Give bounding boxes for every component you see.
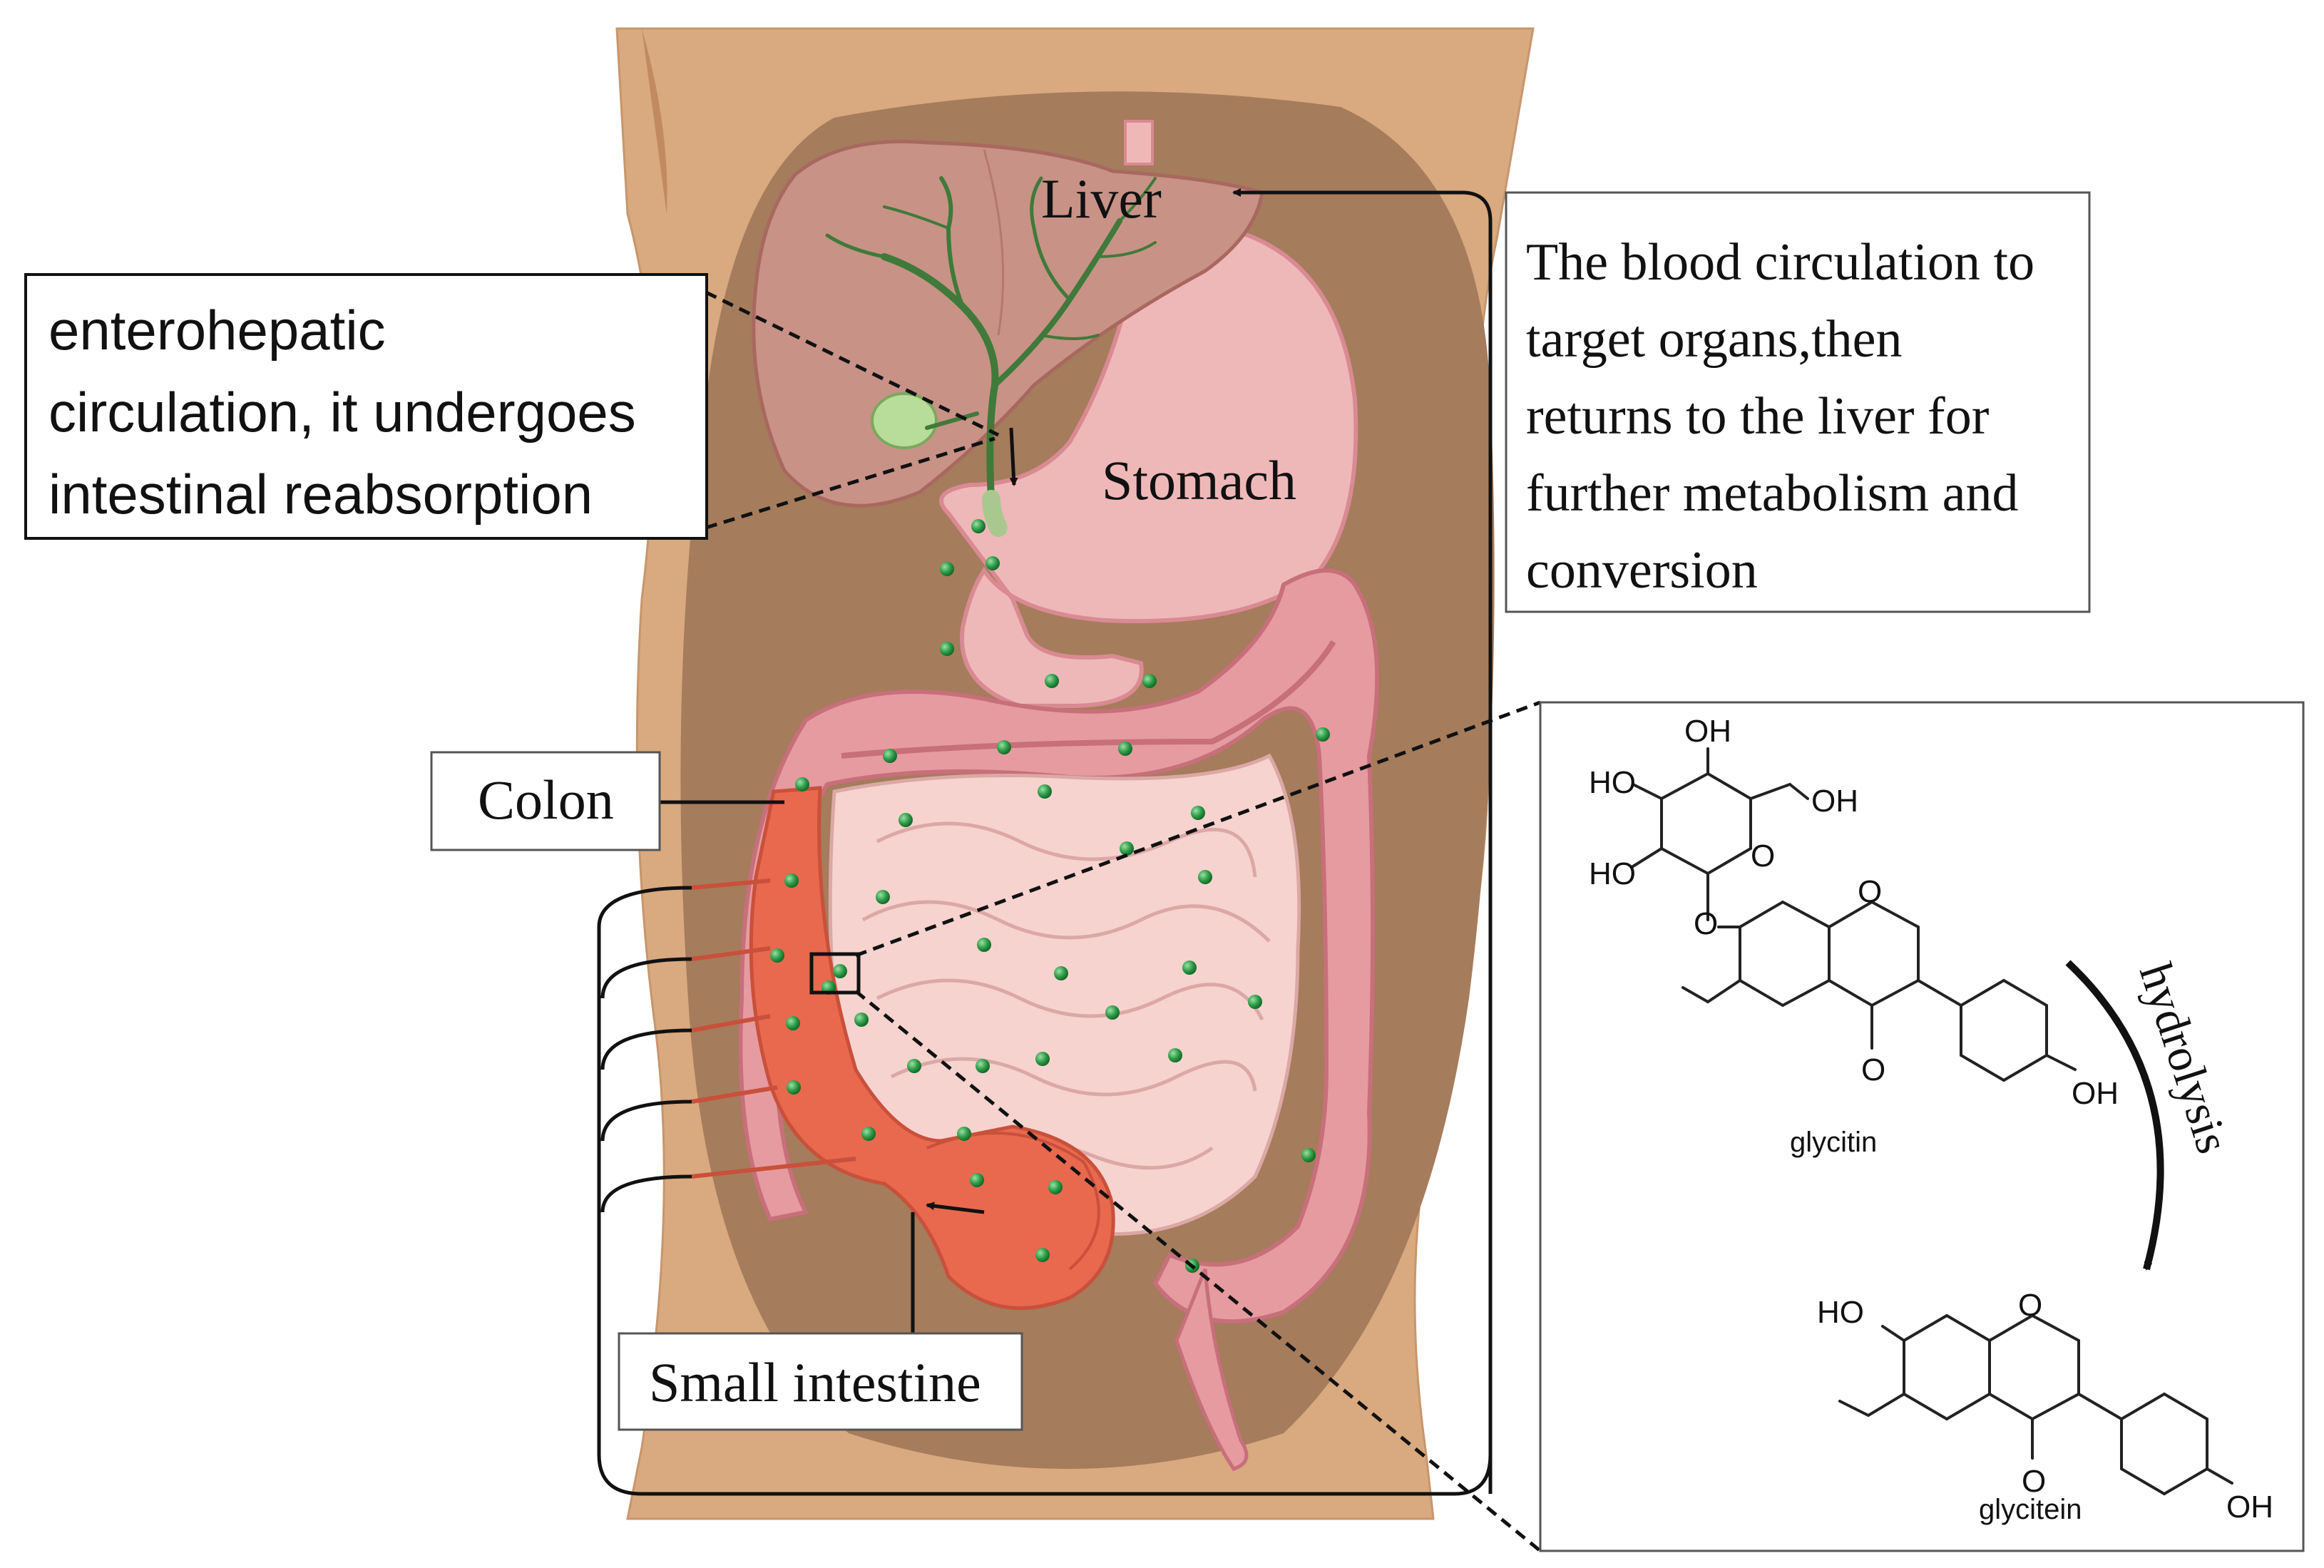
particle-dot <box>854 1013 869 1027</box>
gallbladder <box>871 392 938 449</box>
particle-dot <box>1054 966 1068 980</box>
particle-dot <box>1048 1180 1063 1194</box>
particle-dot <box>1035 1052 1050 1066</box>
enterohepatic-line-2: circulation, it undergoes <box>48 381 636 444</box>
small-intestine <box>828 753 1301 1236</box>
particle-dot <box>784 873 799 888</box>
stomach <box>939 227 1358 708</box>
blood-line-2: target organs,then <box>1526 310 1902 369</box>
particle-dot <box>1248 995 1262 1009</box>
particle-dot <box>876 890 890 904</box>
particle-dot <box>795 777 809 791</box>
particle-dot <box>1142 674 1157 688</box>
particle-dot <box>883 749 897 763</box>
particle-dot <box>833 964 847 978</box>
torso-shadow-left <box>642 29 667 214</box>
circulation-loop <box>597 188 1493 1496</box>
small-intestine-label-box: Small intestine <box>618 1332 1023 1431</box>
vessel-branches <box>691 878 856 1179</box>
particle-dot <box>977 938 991 952</box>
glycitein-chromone-o: O <box>2018 1288 2042 1323</box>
glycitin-ho-left-bottom: HO <box>1589 856 1636 891</box>
glycitein-ketone-o: O <box>2022 1464 2046 1499</box>
blood-line-5: conversion <box>1526 541 1758 600</box>
callout-enterohepatic: enterohepatic circulation, it undergoes … <box>24 273 708 540</box>
particle-dot <box>1120 841 1134 856</box>
enterohepatic-line-1: enterohepatic <box>48 299 386 362</box>
magnify-box <box>809 952 861 995</box>
particle-dot <box>986 556 1000 570</box>
blood-line-3: returns to the liver for <box>1526 387 1989 446</box>
blood-line-4: further metabolism and <box>1526 464 2018 523</box>
particle-dot <box>1168 1048 1182 1062</box>
particle-dot <box>907 1059 921 1073</box>
small-intestine-label: Small intestine <box>649 1351 981 1413</box>
hydrolysis-arrow <box>2065 960 2164 1271</box>
bile-duct-tree <box>825 176 1157 537</box>
absorption-zone <box>749 786 1115 1311</box>
particle-dot <box>997 740 1011 754</box>
particle-dot <box>770 948 784 963</box>
glycitin-chromone-o: O <box>1858 874 1882 909</box>
particle-dot <box>970 1173 984 1187</box>
particle-dot <box>1045 674 1059 688</box>
particle-dot <box>1316 727 1330 742</box>
particle-dot <box>1182 960 1197 975</box>
glycitin-oh-top: OH <box>1684 714 1731 749</box>
liver <box>752 139 1264 508</box>
enterohepatic-line-3: intestinal reabsorption <box>48 463 593 526</box>
particle-dot <box>976 1059 990 1073</box>
glycitein-ho: HO <box>1817 1295 1864 1330</box>
particle-dot <box>971 519 986 533</box>
bile-flow-arrow <box>1009 427 1018 486</box>
particle-dot <box>1191 806 1205 820</box>
particle-dot <box>957 1127 971 1141</box>
glycitin-ring-o: O <box>1751 839 1775 873</box>
chemistry-panel: OH HO OH HO O O O O OH glycitin hydrolys… <box>1539 701 2305 1552</box>
particle-group <box>770 519 1330 1273</box>
colon-label: Colon <box>478 769 614 831</box>
particle-dot <box>786 1016 800 1030</box>
particle-dot <box>1118 742 1132 756</box>
particle-dot <box>1105 1005 1120 1020</box>
glycitein-label: glycitein <box>1979 1494 2082 1525</box>
glycitin-label: glycitin <box>1790 1127 1877 1158</box>
particle-dot <box>1038 784 1052 799</box>
particle-dot <box>940 562 954 576</box>
glycitin-structure: OH HO OH HO O O O O OH glycitin <box>1589 714 2119 1158</box>
blood-line-1: The blood circulation to <box>1526 233 2034 292</box>
glycitin-phenol-oh: OH <box>2072 1076 2119 1111</box>
particle-dot <box>1301 1148 1316 1162</box>
particle-dot <box>787 1080 801 1095</box>
particle-dot <box>861 1127 876 1141</box>
glycitin-oh-right: OH <box>1811 784 1858 819</box>
particle-dot <box>1035 1248 1050 1262</box>
glycitein-phenol-oh: OH <box>2226 1490 2273 1525</box>
colon-label-box: Colon <box>430 751 661 851</box>
particle-dot <box>940 642 954 656</box>
glycitin-glycosidic-o: O <box>1694 906 1718 941</box>
dashed-leaders <box>705 290 1542 1552</box>
particle-dot <box>1198 870 1212 884</box>
stomach-label: Stomach <box>1102 449 1296 511</box>
glycitin-ho-left-top: HO <box>1589 765 1636 800</box>
liver-label: Liver <box>1041 168 1162 230</box>
esophagus <box>1124 120 1154 165</box>
glycitin-ketone-o: O <box>1861 1052 1885 1087</box>
particle-dot <box>899 813 913 827</box>
callout-blood-circulation: The blood circulation to target organs,t… <box>1505 191 2091 613</box>
absorption-arrow <box>926 1201 985 1214</box>
glycitein-structure: HO O O OH glycitein <box>1817 1288 2273 1525</box>
